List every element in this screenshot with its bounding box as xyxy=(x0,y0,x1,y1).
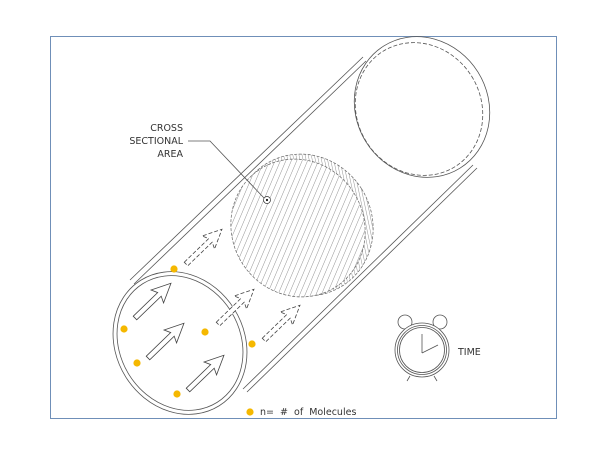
legend-text: n= # of Molecules xyxy=(260,407,356,418)
diagram-frame xyxy=(50,36,557,419)
molecule-dot xyxy=(120,325,128,333)
clock-icon xyxy=(394,314,450,382)
tube xyxy=(129,56,478,393)
legend-molecule-icon xyxy=(246,408,254,416)
solid-arrow-icon xyxy=(132,282,172,321)
dashed-arrow-icon xyxy=(183,228,223,267)
molecule-dot xyxy=(170,265,178,273)
molecule-dot xyxy=(201,328,209,336)
molecule-dot xyxy=(173,390,181,398)
cross-section-label-1: CROSS xyxy=(150,123,183,134)
time-label: TIME xyxy=(457,347,481,358)
cross-section-disc xyxy=(230,153,374,298)
flow-arrows xyxy=(132,228,301,393)
molecule-dot xyxy=(248,340,256,348)
solid-arrow-icon xyxy=(185,354,225,393)
dashed-arrow-icon xyxy=(215,288,255,327)
cross-section-label-3: AREA xyxy=(157,149,183,160)
cross-section-label-2: SECTIONAL xyxy=(129,136,183,147)
molecules xyxy=(120,265,256,398)
molecule-dot xyxy=(133,359,141,367)
tube-front-end xyxy=(112,271,248,415)
leader-line xyxy=(188,140,265,199)
solid-arrow-icon xyxy=(145,322,185,361)
tube-back-end xyxy=(353,36,491,178)
dashed-arrow-icon xyxy=(261,304,301,343)
